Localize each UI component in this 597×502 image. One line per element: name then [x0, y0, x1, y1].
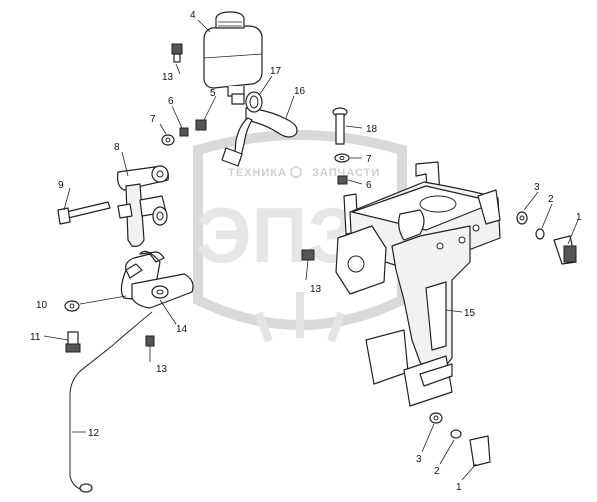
watermark-left-word: ТЕХНИКА: [228, 167, 287, 179]
bolt-18: [332, 107, 348, 145]
watermark-gear-icon: [290, 166, 302, 178]
callout-2-upper: 2: [548, 194, 554, 205]
bolt-9: [57, 201, 111, 225]
nut-6-right: [337, 175, 348, 185]
callout-labels: 4 13 17 16 5 6 7 8 9 10 11 12 13 14 13 1…: [30, 10, 582, 493]
washer-7-right: [334, 153, 350, 163]
pedal-bracket-15: [335, 161, 501, 407]
callout-15: 15: [464, 308, 476, 319]
callout-6-right: 6: [366, 180, 372, 191]
bracket-14: [120, 250, 194, 309]
callout-4: 4: [190, 10, 196, 21]
washer-10: [64, 300, 80, 312]
callout-10: 10: [36, 300, 48, 311]
callout-11: 11: [30, 332, 41, 343]
callout-14: 14: [176, 324, 188, 335]
callout-5: 5: [210, 88, 216, 99]
callout-3-lower: 3: [416, 454, 422, 465]
hose-16: [221, 107, 298, 167]
callout-18: 18: [366, 124, 378, 135]
callout-13-low: 13: [156, 364, 168, 375]
nut-13-mid: [301, 249, 315, 261]
nut-13-low: [145, 335, 155, 347]
callout-7-right: 7: [366, 154, 372, 165]
bolt-13-top: [171, 43, 183, 63]
callout-1-lower: 1: [456, 482, 462, 493]
callout-17: 17: [270, 66, 282, 77]
callout-2-lower: 2: [434, 466, 440, 477]
callout-7-left: 7: [150, 114, 156, 125]
callout-13-top: 13: [162, 72, 174, 83]
callout-3-upper: 3: [534, 182, 540, 193]
watermark-shield-outline: [193, 130, 407, 330]
callout-13-mid: 13: [310, 284, 322, 295]
watermark-right-word: ЗАПЧАСТИ: [312, 167, 380, 179]
leader-lines: [43, 19, 579, 481]
callout-6-left: 6: [168, 96, 174, 107]
callout-9: 9: [58, 180, 64, 191]
fasteners-upper-right: [516, 211, 577, 265]
watermark-wheat-icon: [255, 292, 345, 343]
callout-16: 16: [294, 86, 306, 97]
callout-1-upper: 1: [576, 212, 582, 223]
watermark: ЭПЗ ТЕХНИКА ЗАПЧАСТИ: [193, 130, 407, 343]
bolt-11: [65, 331, 81, 353]
fluid-reservoir: [203, 11, 263, 105]
callout-8: 8: [114, 142, 120, 153]
clutch-master-cylinder: [117, 165, 169, 247]
watermark-logo: ЭПЗ: [196, 191, 356, 279]
pipe-12: [69, 311, 153, 493]
fasteners-lower-right: [429, 412, 491, 467]
callout-12: 12: [88, 428, 100, 439]
clamp-17: [245, 91, 263, 113]
small-parts-6-5-7-left: [161, 119, 207, 146]
